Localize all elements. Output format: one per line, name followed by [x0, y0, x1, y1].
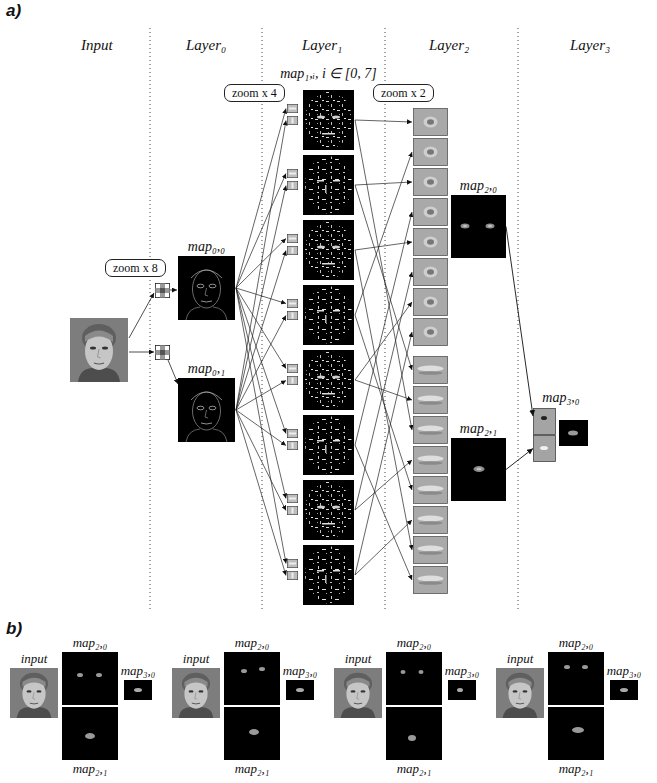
- feature-map: map₂,₁: [386, 707, 442, 760]
- feature-map: map₃,₀: [610, 680, 638, 700]
- map-label: map₂,₁: [459, 421, 498, 436]
- column-header: Input: [81, 36, 113, 54]
- map-label: input: [20, 652, 49, 666]
- feature-map: map₂,₀: [224, 652, 280, 705]
- map-label: input: [506, 652, 535, 666]
- arrow-connector: [506, 449, 533, 470]
- map-label: map₂,₁: [234, 762, 271, 776]
- map-label: map₀,₁: [187, 361, 226, 376]
- input-image: input: [334, 668, 382, 718]
- zoom-label: zoom x 8: [113, 261, 158, 275]
- map-label: map₂,₀: [396, 636, 433, 650]
- feature-map: map₂,₀: [451, 195, 506, 258]
- input-image: input: [10, 668, 58, 718]
- map-label: map₂,₁: [396, 762, 433, 776]
- input-image: input: [496, 668, 544, 718]
- map-label: map₂,₁: [558, 762, 595, 776]
- feature-map: map₃,₀: [448, 680, 476, 700]
- feature-map: map₃,₀: [124, 680, 152, 700]
- map-label: map₃,₀: [444, 664, 481, 678]
- input-image: input: [172, 668, 220, 718]
- feature-map: map₂,₁: [224, 707, 280, 760]
- feature-map: map₂,₀: [548, 652, 604, 705]
- feature-map: map₃,₀: [533, 408, 589, 462]
- map-label: map₃,₀: [120, 664, 157, 678]
- panel-letter: a): [6, 2, 21, 21]
- map-label: input: [182, 652, 211, 666]
- column-header: Layer₀: [186, 36, 226, 54]
- map-label: map₂,₀: [558, 636, 595, 650]
- map-label: map₃,₀: [282, 664, 319, 678]
- column-header: Layer₂: [429, 36, 469, 54]
- map-label: map₃,₀: [606, 664, 643, 678]
- zoom-box: zoom x 2: [373, 84, 434, 102]
- feature-map: map₃,₀: [286, 680, 314, 700]
- feature-map: map₀,₀: [178, 256, 235, 320]
- map-label: map₃,₀: [541, 390, 580, 405]
- map-label: map₂,₀: [234, 636, 271, 650]
- feature-map: map₂,₀: [62, 652, 118, 705]
- column-header: Layer₃: [570, 36, 610, 54]
- feature-map: map₂,₁: [451, 438, 506, 501]
- feature-map: map₀,₁: [178, 378, 235, 442]
- map-label: map₂,₀: [72, 636, 109, 650]
- map-label: map₁,ᵢ, i ∈ [0, 7]: [279, 66, 377, 81]
- feature-map: map₁,ᵢ, i ∈ [0, 7]: [303, 90, 354, 150]
- feature-map: map₂,₁: [548, 707, 604, 760]
- arrow-connector: [506, 227, 533, 417]
- zoom-box: zoom x 8: [105, 259, 166, 277]
- zoom-label: zoom x 4: [232, 86, 277, 100]
- map-label: input: [344, 652, 373, 666]
- map-label: map₀,₀: [187, 239, 226, 254]
- map-label: map₂,₀: [459, 178, 498, 193]
- column-header: Layer₁: [302, 36, 342, 54]
- zoom-label: zoom x 2: [381, 86, 426, 100]
- zoom-box: zoom x 4: [224, 84, 285, 102]
- feature-map: map₂,₁: [62, 707, 118, 760]
- map-label: map₂,₁: [72, 762, 109, 776]
- feature-map: map₂,₀: [386, 652, 442, 705]
- panel-letter: b): [6, 620, 22, 639]
